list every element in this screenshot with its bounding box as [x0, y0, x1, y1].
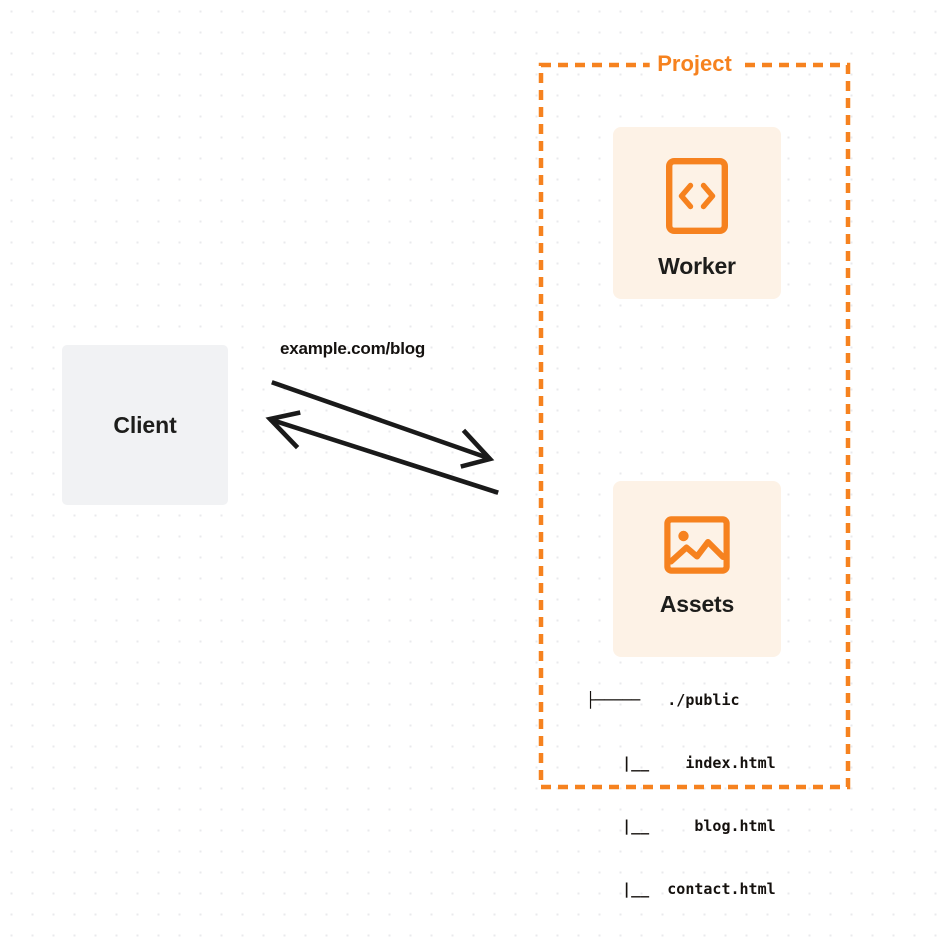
file-tree-line: |__ index.html — [586, 754, 776, 772]
node-worker-label: Worker — [658, 253, 736, 279]
diagram-canvas: Client example.com/blog Project — [62, 51, 851, 898]
node-worker[interactable]: Worker — [613, 127, 781, 299]
assets-file-tree: ├───── ./public |__ index.html |__ blog.… — [586, 648, 776, 942]
file-tree-line: |__ blog.html — [586, 817, 776, 835]
node-assets-label: Assets — [659, 591, 735, 617]
node-client[interactable]: Client — [62, 345, 228, 505]
code-brackets-icon — [666, 158, 728, 234]
node-client-label: Client — [113, 411, 177, 438]
connection-arrows — [250, 360, 510, 510]
node-assets[interactable]: Assets — [613, 481, 781, 657]
arrow-response — [265, 410, 499, 495]
project-title: Project — [649, 51, 740, 77]
image-icon — [664, 516, 730, 574]
file-tree-line: ├───── ./public — [586, 691, 740, 709]
arrow-request — [271, 380, 495, 469]
connection-label: example.com/blog — [280, 339, 426, 358]
file-tree-line: |__ contact.html — [586, 880, 776, 898]
project-container[interactable]: Project Worker Assets — [538, 51, 851, 898]
